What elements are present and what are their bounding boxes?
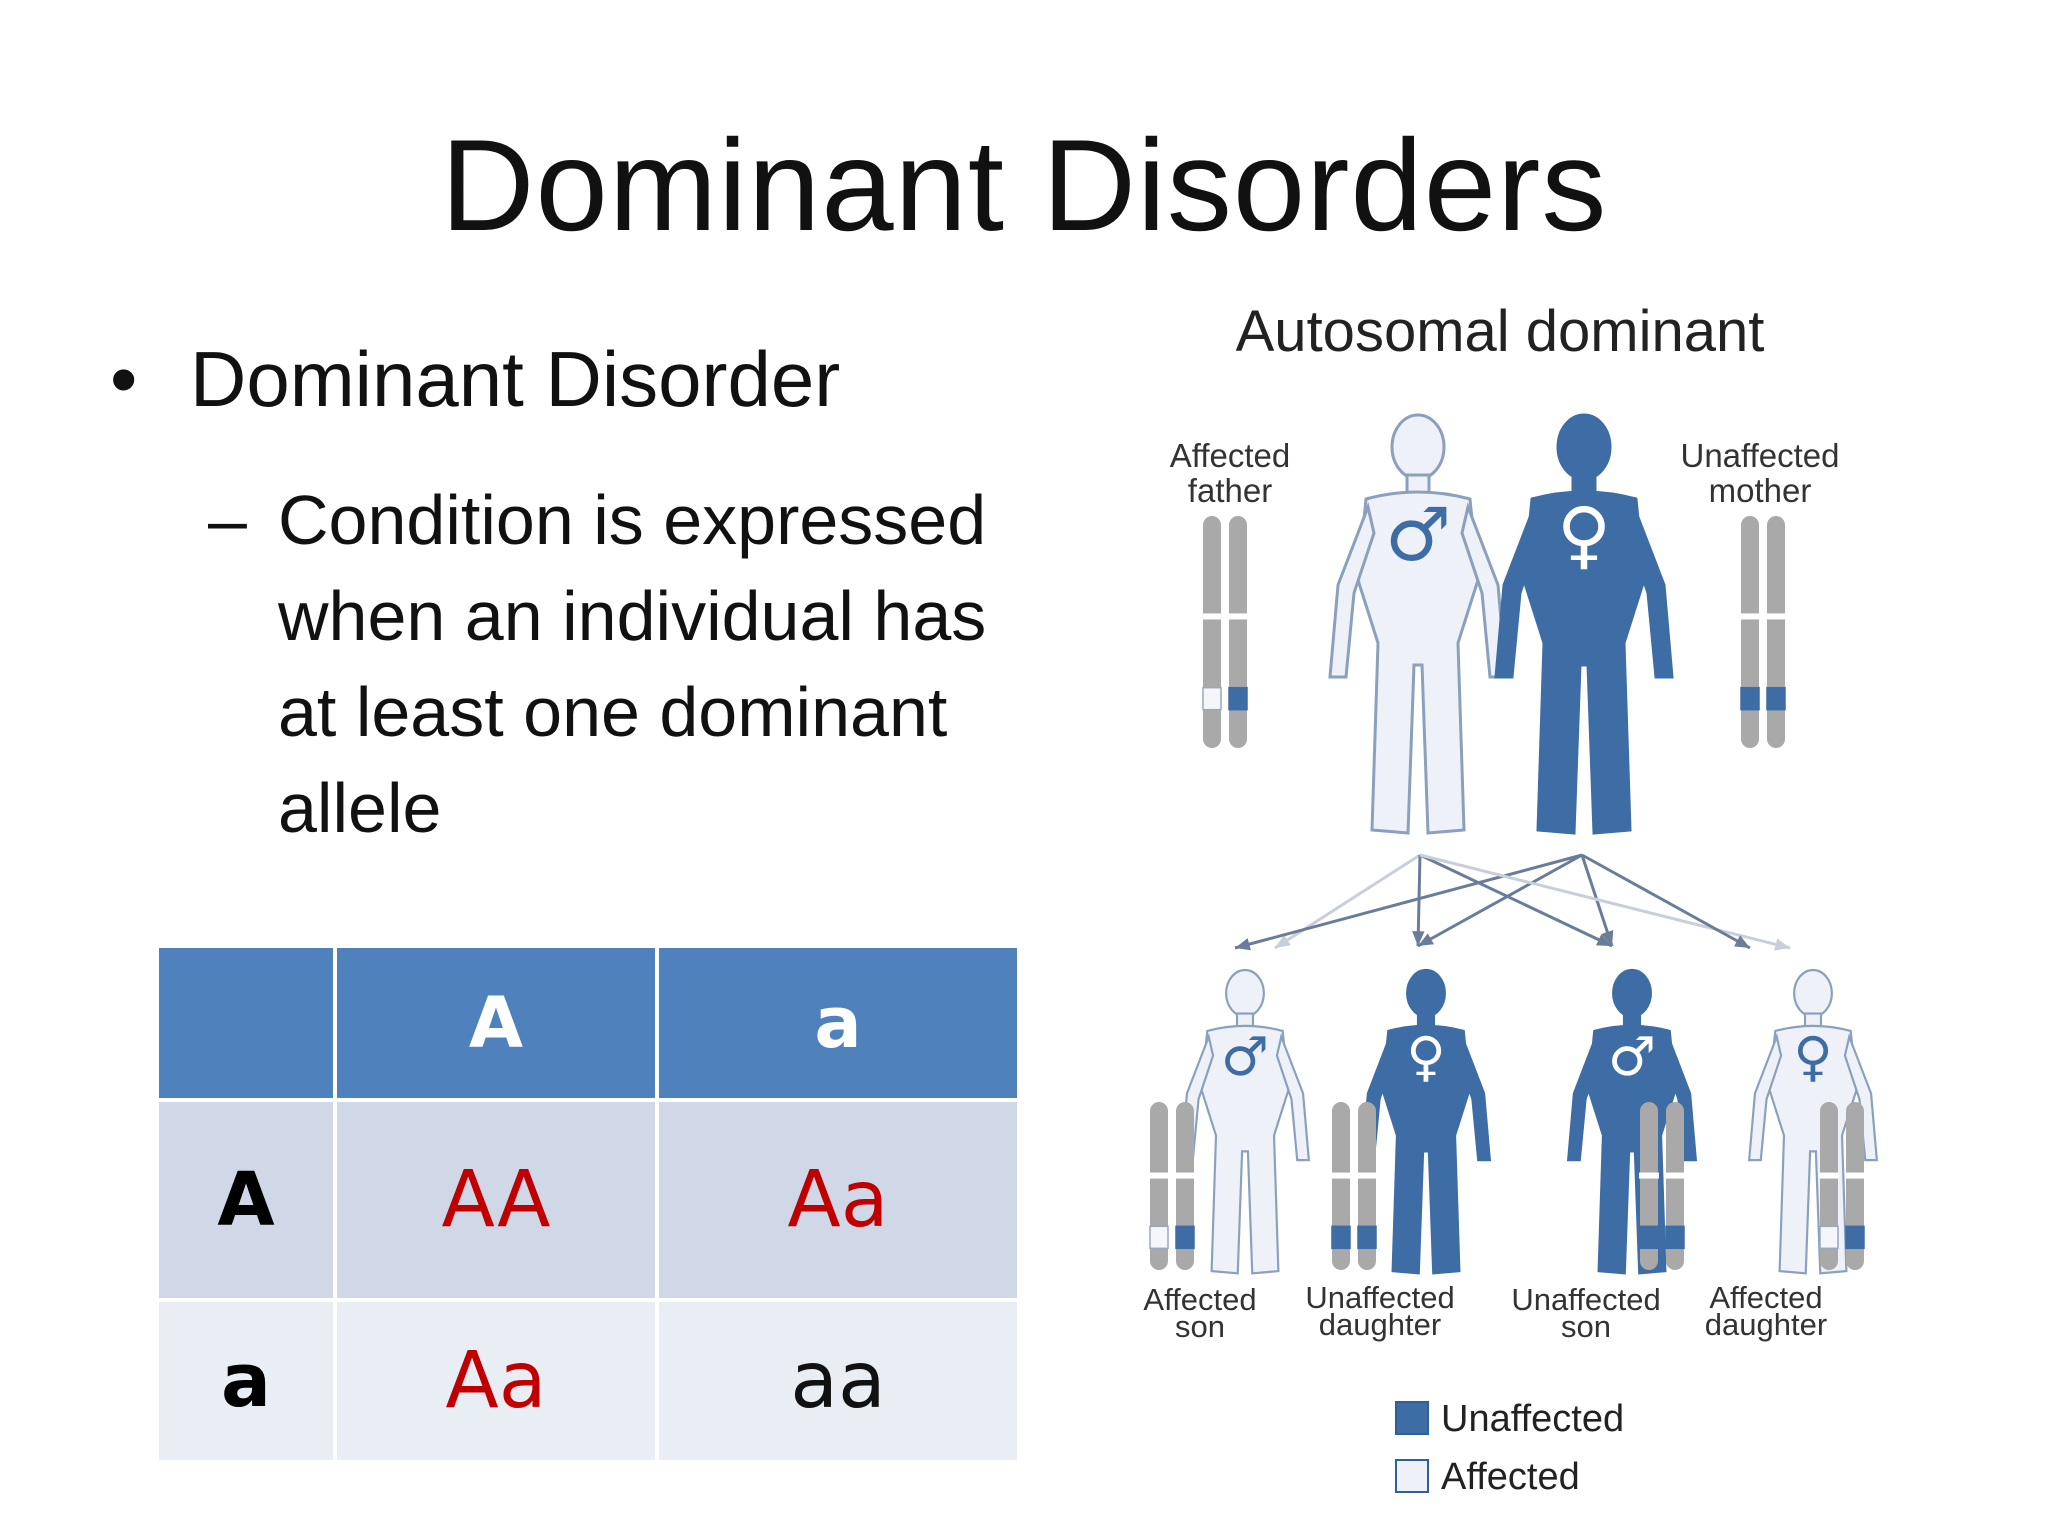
inheritance-arrow-from-father-head (1412, 931, 1425, 946)
bullet-main: •Dominant Disorder (110, 340, 840, 418)
child-4-allele-band (1819, 1225, 1839, 1250)
mother-centromere (1766, 613, 1786, 620)
punnett-corner-cell (155, 944, 337, 1102)
legend-swatch-unaffected (1395, 1401, 1429, 1435)
bullet-sub: – Condition is expressed when an individ… (208, 472, 1008, 856)
punnett-row: A AA Aa (155, 1098, 1021, 1302)
punnett-cell: AA (333, 1098, 659, 1302)
child-label-unaffected-son: Unaffected son (1511, 1282, 1661, 1344)
legend-unaffected: Unaffected (1395, 1398, 1624, 1441)
inheritance-arrow-from-mother-head (1601, 930, 1614, 946)
inheritance-arrow-from-mother-head (1235, 938, 1251, 951)
mother-allele-band (1766, 686, 1786, 711)
punnett-header-cell: a (655, 944, 1021, 1102)
inheritance-graphic: ♂ ♀ ♂ ♀ ♂ ♀ (1149, 413, 1879, 1275)
figure-child-sex-symbol: ♂ (1608, 1025, 1656, 1088)
figure-child-sex-symbol: ♀ (1406, 1025, 1445, 1088)
figure-child-sex-symbol: ♀ (1793, 1025, 1832, 1088)
child-1-allele-band (1175, 1225, 1195, 1250)
child-3-allele-band (1639, 1225, 1659, 1250)
mother-chromosome (1741, 516, 1759, 748)
figure-mother (1494, 413, 1674, 835)
child-1-centromere (1149, 1172, 1169, 1179)
diagram-title: Autosomal dominant (1235, 299, 1765, 364)
child-2-centromere (1357, 1172, 1377, 1179)
child-4-centromere (1845, 1172, 1865, 1179)
figure-father-sex-symbol: ♂ (1385, 492, 1451, 578)
father-chromosome (1203, 516, 1221, 748)
punnett-header-cell: A (333, 944, 659, 1102)
figure-child (1179, 968, 1311, 1275)
inheritance-arrow-from-mother (1581, 853, 1751, 950)
slide-title: Dominant Disorders (440, 112, 1608, 258)
sub-bullet-text: Condition is expressed when an individua… (278, 481, 987, 847)
father-centromere (1202, 613, 1222, 620)
figure-father (1328, 413, 1508, 835)
child-label-affected-daughter: Affected daughter (1704, 1280, 1828, 1342)
punnett-cell: Aa (333, 1298, 659, 1464)
child-1-centromere (1175, 1172, 1195, 1179)
inheritance-arrow-from-mother (1234, 853, 1583, 950)
inheritance-arrow-from-father-head (1275, 934, 1291, 948)
child-4-allele-band (1845, 1225, 1865, 1250)
punnett-row-label: A (155, 1098, 337, 1302)
mother-allele-band (1740, 686, 1760, 711)
punnett-row-label: a (155, 1298, 337, 1464)
parent-label-mother: Unaffected mother (1680, 437, 1840, 509)
father-allele-band (1228, 686, 1248, 711)
inheritance-diagram: ♂ ♀ ♂ ♀ ♂ ♀ Autosomal dominant Affected fathe… (1120, 280, 1880, 1530)
child-label-unaffected-daughter: Unaffected daughter (1305, 1280, 1455, 1342)
punnett-cell: aa (655, 1298, 1021, 1464)
inheritance-arrow-from-mother (1417, 853, 1583, 948)
father-allele-band (1202, 686, 1222, 711)
sub-bullet-dash: – (208, 481, 247, 559)
bullet-marker: • (110, 335, 138, 423)
father-chromosome (1229, 516, 1247, 748)
mother-chromosome (1767, 516, 1785, 748)
child-2-allele-band (1357, 1225, 1377, 1250)
figure-child-sex-symbol: ♂ (1221, 1025, 1269, 1088)
bullet-main-text: Dominant Disorder (190, 335, 841, 423)
child-3-centromere (1639, 1172, 1659, 1179)
inheritance-arrow-from-father (1274, 853, 1421, 950)
child-3-centromere (1665, 1172, 1685, 1179)
punnett-row: a Aa aa (155, 1298, 1021, 1464)
inheritance-arrow-from-mother-head (1418, 933, 1434, 946)
inheritance-arrow-from-mother-head (1734, 935, 1750, 948)
inheritance-arrow-from-father-head (1596, 934, 1612, 946)
child-4-centromere (1819, 1172, 1839, 1179)
punnett-cell: Aa (655, 1098, 1021, 1302)
child-2-allele-band (1331, 1225, 1351, 1250)
child-2-centromere (1331, 1172, 1351, 1179)
inheritance-arrow-from-father (1416, 854, 1422, 947)
father-centromere (1228, 613, 1248, 620)
child-1-allele-band (1149, 1225, 1169, 1250)
inheritance-arrow-from-father (1419, 853, 1613, 948)
inheritance-arrow-from-father-head (1774, 938, 1790, 951)
punnett-square: A a A AA Aa a Aa aa (155, 944, 1021, 1464)
legend-swatch-affected (1395, 1459, 1429, 1493)
child-label-affected-son: Affected son (1143, 1282, 1257, 1344)
inheritance-arrow-from-father (1419, 853, 1791, 950)
punnett-header-row: A a (155, 944, 1021, 1102)
figure-mother-sex-symbol: ♀ (1557, 492, 1611, 578)
child-3-allele-band (1665, 1225, 1685, 1250)
mother-centromere (1740, 613, 1760, 620)
legend-affected: Affected (1395, 1456, 1580, 1499)
figure-child (1360, 968, 1492, 1275)
parent-label-father: Affected father (1169, 437, 1291, 509)
